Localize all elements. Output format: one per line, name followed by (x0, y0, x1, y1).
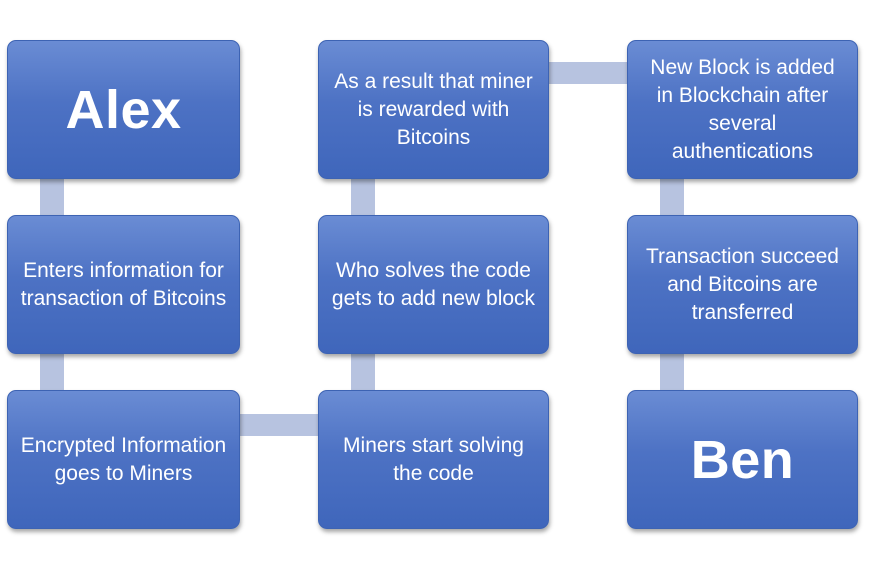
node-transaction-succeed: Transaction succeed and Bitcoins are tra… (627, 215, 858, 354)
node-ben-label: Ben (690, 429, 795, 490)
connector-rewarded-to-newblock (545, 62, 631, 84)
node-new-block: New Block is added in Blockchain after s… (627, 40, 858, 179)
node-alex: Alex (7, 40, 240, 179)
connector-enters-to-encrypted (40, 350, 64, 394)
node-miners-start-label: Miners start solving the code (343, 433, 524, 485)
connector-transaction-to-ben (660, 350, 684, 394)
node-ben: Ben (627, 390, 858, 529)
connector-newblock-to-transaction (660, 175, 684, 219)
node-miners-start: Miners start solving the code (318, 390, 549, 529)
connector-miners-to-solves (351, 350, 375, 394)
node-new-block-label: New Block is added in Blockchain after s… (650, 55, 835, 163)
node-who-solves-label: Who solves the code gets to add new bloc… (331, 258, 536, 310)
node-enters-information-label: Enters information for transaction of Bi… (20, 258, 227, 310)
node-enters-information: Enters information for transaction of Bi… (7, 215, 240, 354)
node-encrypted-information: Encrypted Information goes to Miners (7, 390, 240, 529)
node-alex-label: Alex (65, 79, 182, 140)
node-miner-rewarded-label: As a result that miner is rewarded with … (334, 69, 533, 149)
node-encrypted-information-label: Encrypted Information goes to Miners (20, 433, 227, 485)
connector-solves-to-rewarded (351, 175, 375, 219)
node-miner-rewarded: As a result that miner is rewarded with … (318, 40, 549, 179)
node-transaction-succeed-label: Transaction succeed and Bitcoins are tra… (646, 244, 839, 324)
node-who-solves: Who solves the code gets to add new bloc… (318, 215, 549, 354)
connector-alex-to-enters (40, 175, 64, 219)
connector-encrypted-to-miners (236, 414, 322, 436)
